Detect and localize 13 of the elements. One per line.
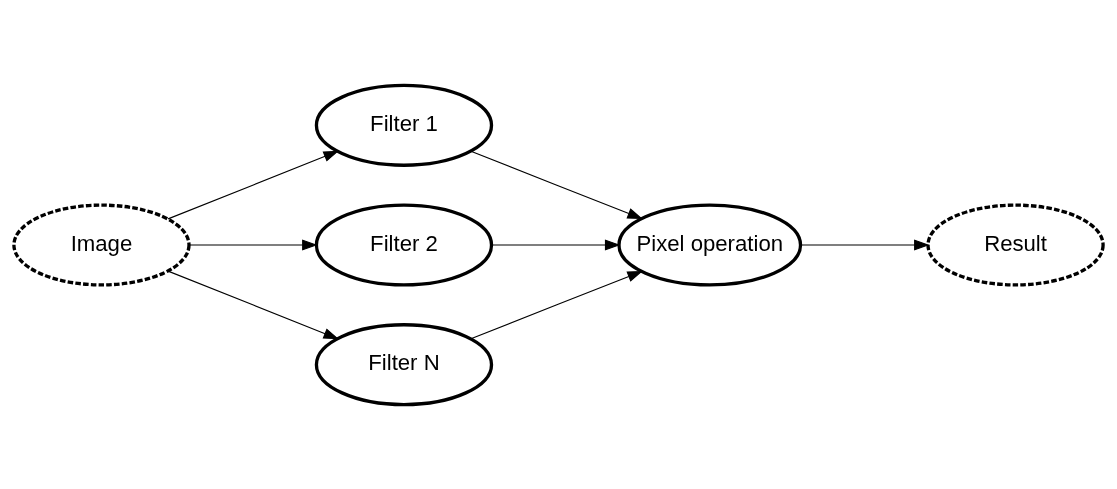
node-ellipse: Result — [926, 202, 1105, 287]
node-ellipse: Filter N — [314, 322, 494, 406]
node-ellipse: Image — [12, 202, 191, 287]
arrow — [470, 150, 643, 219]
node-ellipse: Filter 1 — [314, 83, 494, 167]
arrow — [188, 239, 318, 250]
arrow — [800, 239, 930, 250]
arrow — [491, 239, 621, 250]
arrow — [167, 150, 340, 219]
node-ellipse: Filter 2 — [314, 202, 494, 287]
arrow — [470, 270, 643, 339]
arrow — [167, 270, 340, 339]
node-ellipse: Pixel operation — [617, 202, 803, 287]
